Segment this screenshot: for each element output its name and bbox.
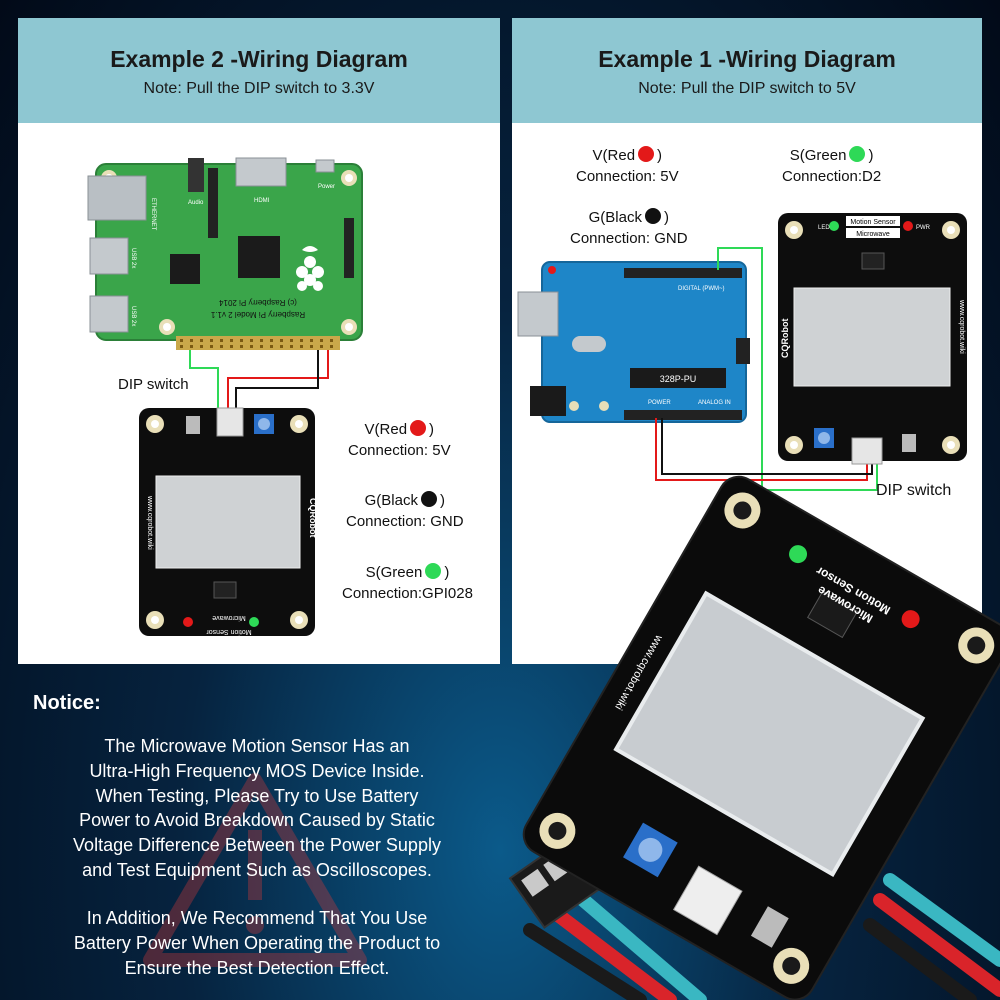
black-dot-icon (420, 491, 437, 507)
example2-wires (189, 350, 329, 418)
arduino-digital-label: DIGITAL (PWM~) (678, 286, 725, 292)
notice-line: Power to Avoid Breakdown Caused by Stati… (79, 810, 435, 831)
example1-dip-label: DIP switch (876, 482, 952, 499)
notice-para1: The Microwave Motion Sensor Has an Ultra… (0, 734, 514, 883)
product-wires (523, 873, 1000, 1000)
pi-port-power: Power (318, 184, 335, 190)
example1-header: Example 1 -Wiring Diagram Note: Pull the… (512, 18, 982, 123)
sensor-type-example2: Microwave (212, 614, 246, 621)
red-dot-icon (410, 420, 427, 436)
raspberry-pi-board: Raspberry Pi Model 2 v1.1 (c) Raspberry … (87, 157, 363, 350)
example1-v-group: V(Red) Connection: 5V (576, 146, 679, 185)
red-dot-icon (638, 146, 655, 162)
example2-g-label: G(Black (364, 492, 418, 509)
arduino-power-label: POWER (648, 400, 671, 406)
example1-panel: Example 1 -Wiring Diagram Note: Pull the… (512, 18, 982, 664)
sensor-brand-example1: CQRobot (780, 319, 790, 359)
example2-header: Example 2 -Wiring Diagram Note: Pull the… (18, 18, 500, 123)
example2-g-conn: Connection: GND (346, 513, 464, 530)
sensor-board-example1: Motion Sensor Microwave LED PWR CQRobot … (778, 213, 967, 465)
notice-line: Voltage Difference Between the Power Sup… (73, 835, 441, 856)
example2-panel: Example 2 -Wiring Diagram Note: Pull the… (18, 18, 500, 664)
example2-dip-label: DIP switch (118, 376, 189, 393)
sensor-site-example1: www.cqrobot.wiki (958, 299, 965, 354)
notice-line: and Test Equipment Such as Oscilloscopes… (82, 859, 432, 880)
notice-line: When Testing, Please Try to Use Battery (95, 785, 419, 806)
pi-port-ethernet: ETHERNET (150, 198, 156, 231)
example1-diagram: 328P-PU DIGITAL (PWM~) POWER ANALOG IN (517, 213, 967, 491)
sensor-brand-example2: CQRobot (308, 498, 318, 538)
sensor-name-example1: Motion Sensor (850, 219, 896, 226)
pi-port-usb-2: USB 2x (130, 306, 136, 326)
pi-port-audio: Audio (188, 200, 204, 206)
green-dot-icon (849, 146, 866, 162)
sensor-name-example2: Motion Sensor (206, 628, 252, 635)
pi-port-usb-1: USB 2x (130, 248, 136, 268)
notice-para2: In Addition, We Recommend That You Use B… (0, 906, 514, 981)
dupont-connector-icon (508, 825, 620, 929)
example2-g-group: G(Black) Connection: GND (346, 491, 464, 530)
example1-s-conn: Connection:D2 (782, 168, 882, 185)
notice-line: In Addition, We Recommend That You Use (86, 908, 428, 928)
arduino-chip-label: 328P-PU (660, 374, 697, 384)
example1-v-label: V(Red (592, 147, 636, 164)
example2-diagram: Raspberry Pi Model 2 v1.1 (c) Raspberry … (87, 157, 363, 636)
example1-s-group: S(Green) Connection:D2 (782, 146, 882, 185)
pi-copy-text: (c) Raspberry Pi 2014 (219, 298, 297, 307)
pi-model-text: Raspberry Pi Model 2 v1.1 (210, 310, 305, 319)
green-dot-icon (425, 563, 442, 579)
example2-v-group: V(Red) Connection: 5V (348, 420, 451, 459)
sensor-site-example2: www.cqrobot.wiki (146, 495, 153, 550)
example2-v-conn: Connection: 5V (348, 442, 451, 459)
notice-line: Battery Power When Operating the Product… (73, 933, 441, 953)
notice-heading: Notice: (33, 692, 101, 714)
example2-s-label: S(Green (365, 564, 423, 581)
sensor-board-example2: CQRobot www.cqrobot.wiki Microwave Motio… (139, 407, 318, 636)
example2-s-conn: Connection:GPI028 (342, 585, 473, 602)
example1-s-label: S(Green (789, 147, 847, 164)
arduino-board: 328P-PU DIGITAL (PWM~) POWER ANALOG IN (517, 261, 750, 423)
pi-port-hdmi: HDMI (254, 198, 270, 204)
notice-line: Ensure the Best Detection Effect. (124, 958, 390, 978)
example1-v-conn: Connection: 5V (576, 168, 679, 185)
example1-g-label: G(Black (588, 209, 642, 226)
black-dot-icon (644, 208, 661, 224)
example2-v-label: V(Red (364, 421, 408, 438)
arduino-analog-label: ANALOG IN (698, 400, 731, 406)
sensor-pwr-label: PWR (916, 225, 931, 231)
raspberry-logo-icon (296, 246, 324, 291)
example2-note: Note: Pull the DIP switch to 3.3V (143, 80, 375, 97)
example2-title: Example 2 -Wiring Diagram (110, 46, 408, 72)
sensor-led-label: LED (818, 225, 830, 231)
notice-line: Ultra-High Frequency MOS Device Inside. (89, 760, 425, 781)
sensor-type-example1: Microwave (856, 231, 890, 238)
example1-g-group: G(Black) Connection: GND (570, 208, 688, 247)
example1-note: Note: Pull the DIP switch to 5V (638, 80, 856, 97)
example2-s-group: S(Green) Connection:GPI028 (342, 563, 473, 602)
notice-line: The Microwave Motion Sensor Has an (104, 736, 410, 756)
example1-title: Example 1 -Wiring Diagram (598, 46, 896, 72)
example1-g-conn: Connection: GND (570, 230, 688, 247)
